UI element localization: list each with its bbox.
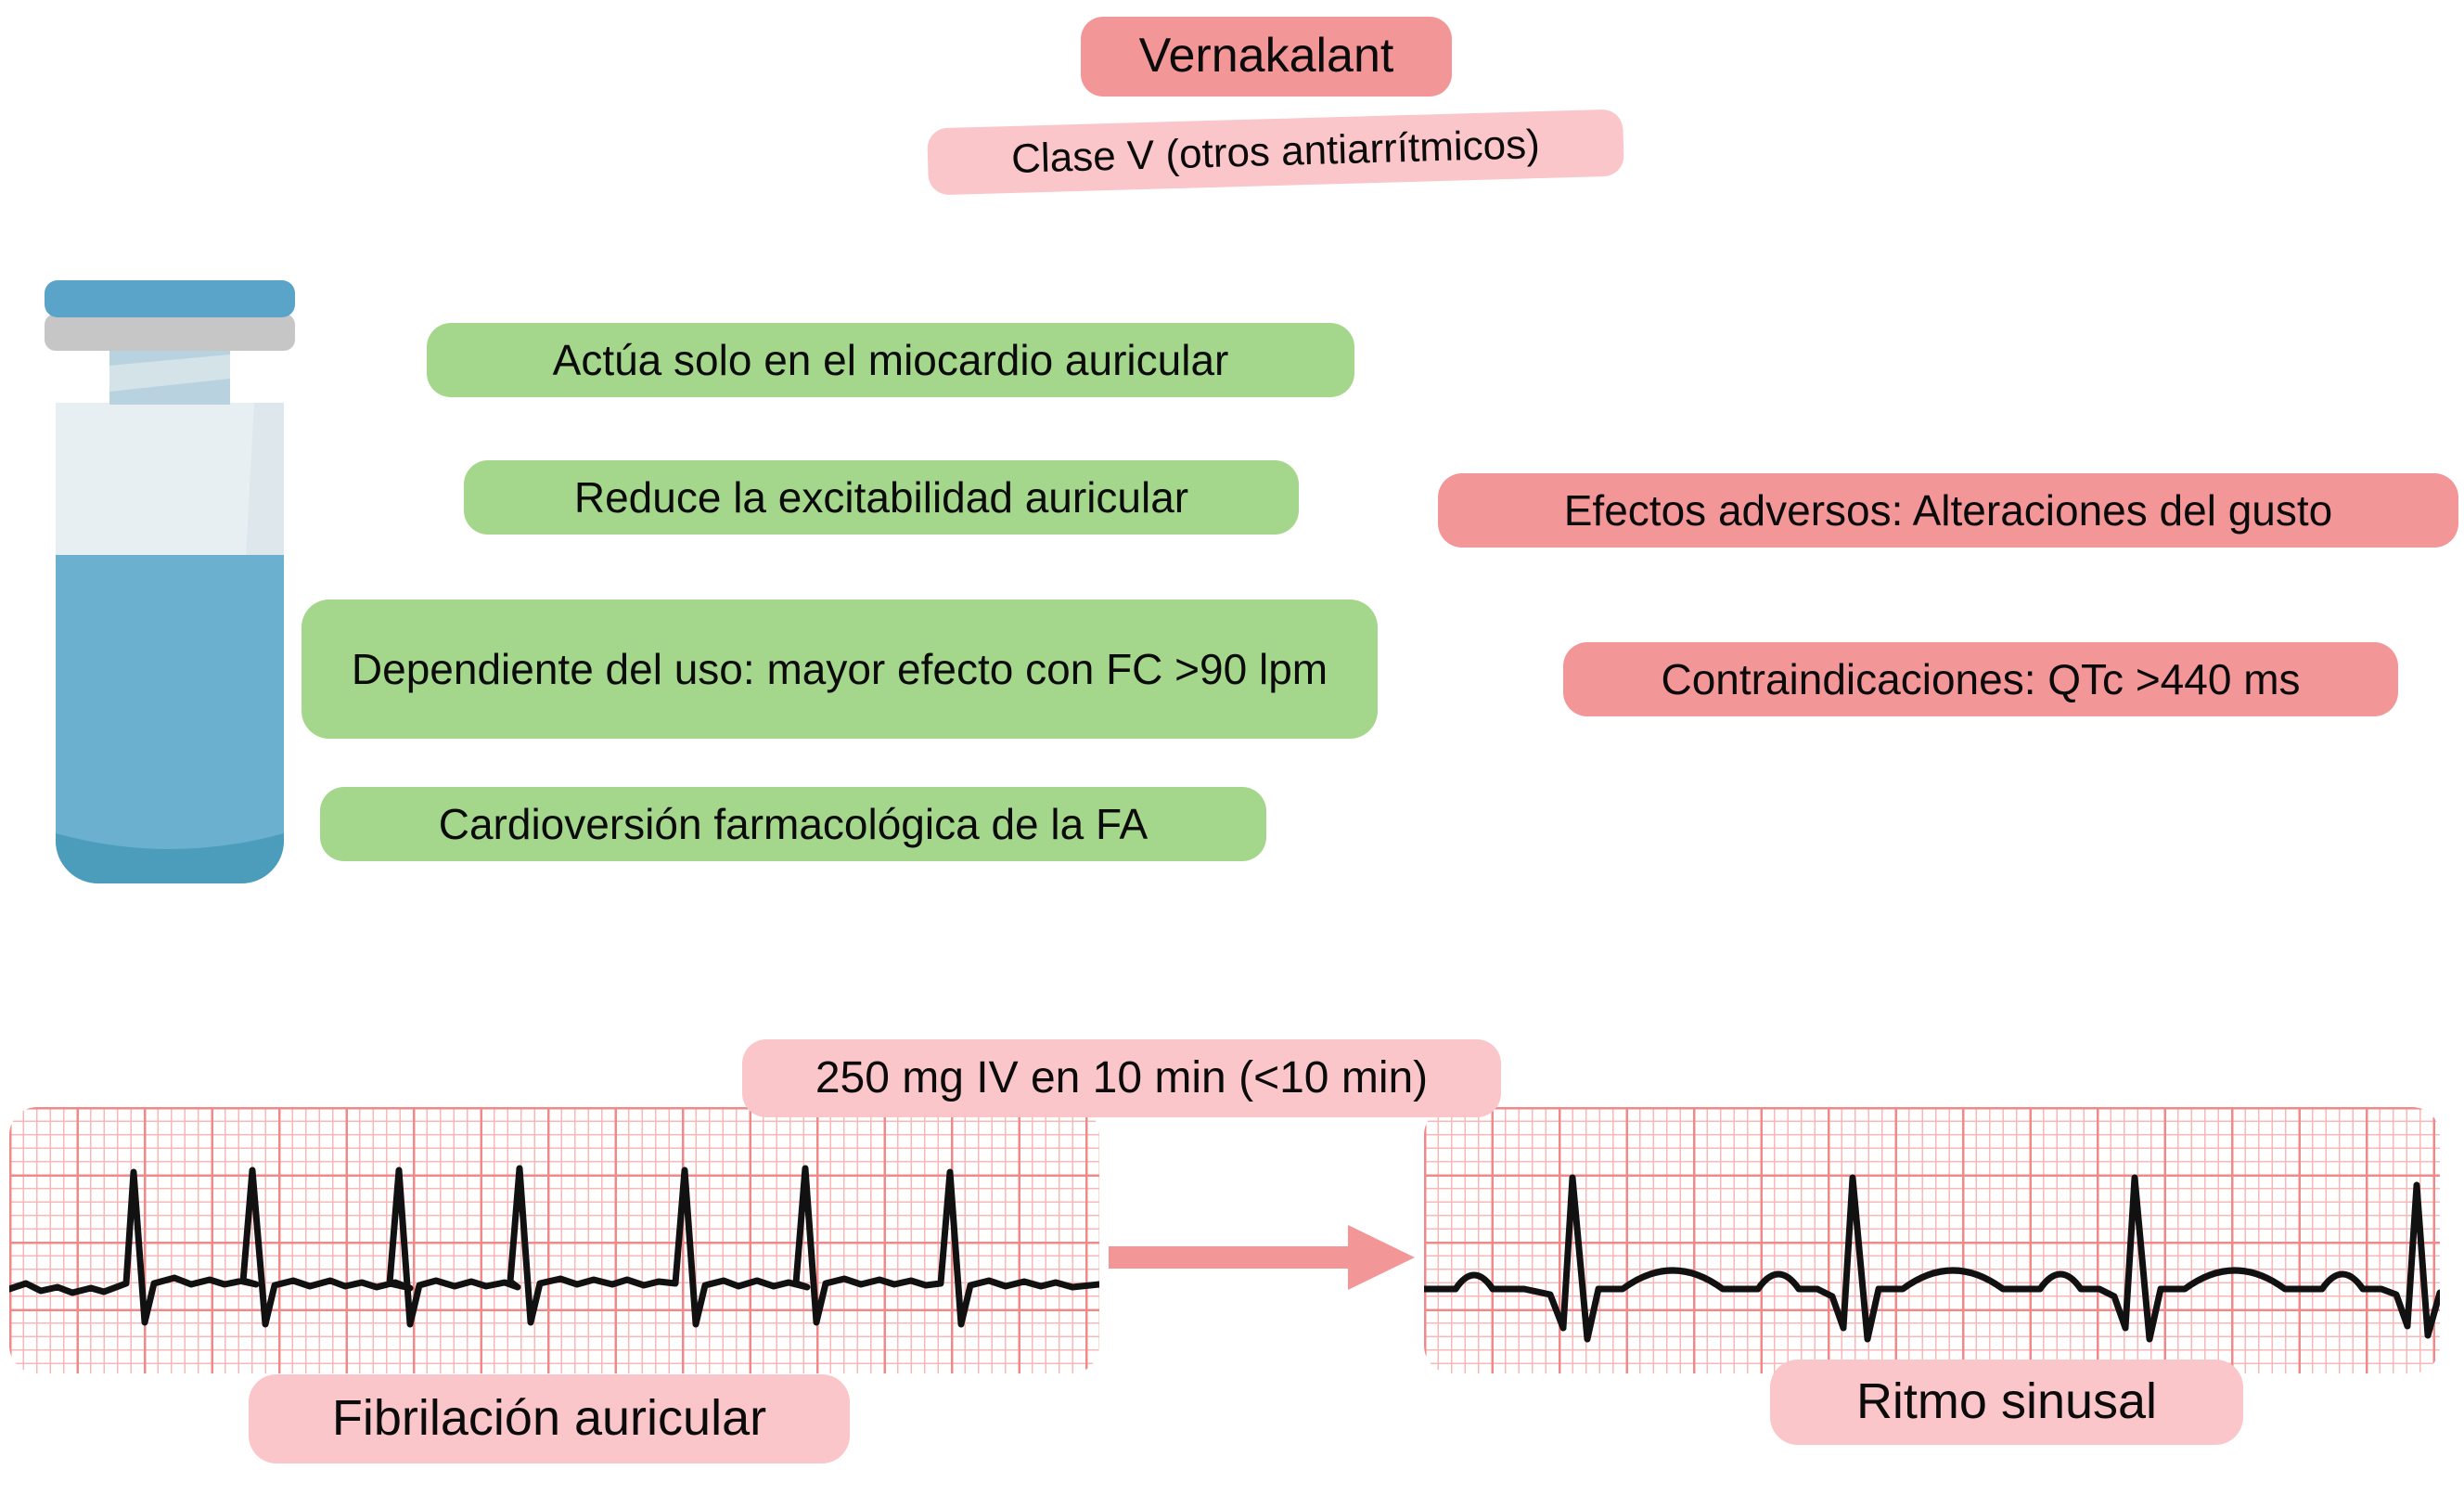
effect-chip-mechanism-atrial: Actúa solo en el miocardio auricular xyxy=(427,323,1354,397)
ecg-atrial-fibrillation-icon xyxy=(9,1107,1099,1373)
effect-chip-excitability: Reduce la excitabilidad auricular xyxy=(464,460,1299,535)
ecg-sinus-rhythm-icon xyxy=(1424,1107,2440,1373)
effect-chip-cardioversion: Cardioversión farmacológica de la FA xyxy=(320,787,1266,861)
ecg-after-label: Ritmo sinusal xyxy=(1770,1360,2243,1445)
warning-chip-contraindications: Contraindicaciones: QTc >440 ms xyxy=(1563,642,2398,716)
drug-class-subtitle: Clase V (otros antiarrítmicos) xyxy=(927,109,1624,196)
medication-vial-icon xyxy=(39,280,301,900)
effect-chip-use-dependence: Dependiente del uso: mayor efecto con FC… xyxy=(302,599,1378,739)
page-title: Vernakalant xyxy=(1081,17,1452,97)
dosing-chip: 250 mg IV en 10 min (<10 min) xyxy=(742,1039,1501,1117)
ecg-before-label: Fibrilación auricular xyxy=(249,1374,850,1463)
right-arrow-icon xyxy=(1109,1216,1415,1299)
warning-chip-adverse-effects: Efectos adversos: Alteraciones del gusto xyxy=(1438,473,2458,548)
